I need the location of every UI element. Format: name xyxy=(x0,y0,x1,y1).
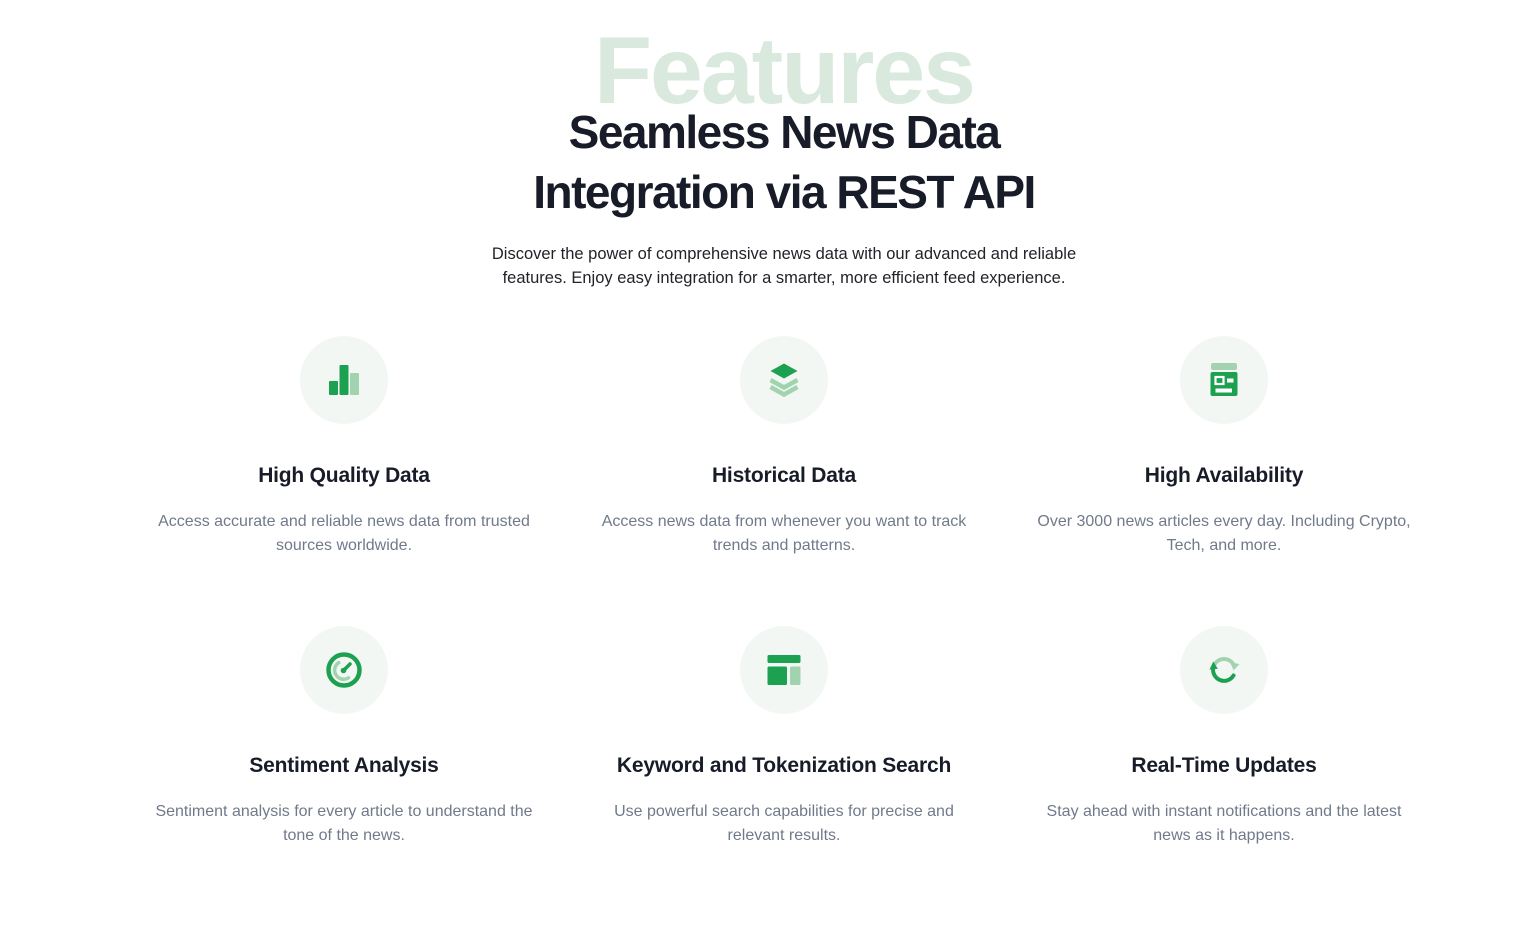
icon-circle xyxy=(740,626,828,714)
feature-description: Use powerful search capabilities for pre… xyxy=(614,803,954,844)
feature-card-sentiment-analysis: Sentiment Analysis Sentiment analysis fo… xyxy=(124,626,564,848)
icon-circle xyxy=(740,336,828,424)
feature-description: Sentiment analysis for every article to … xyxy=(155,803,533,844)
icon-circle xyxy=(300,336,388,424)
bar-chart-icon xyxy=(324,360,364,400)
icon-circle xyxy=(300,626,388,714)
refresh-icon xyxy=(1204,650,1244,690)
feature-title: Real-Time Updates xyxy=(1131,754,1317,777)
feature-description: Stay ahead with instant notifications an… xyxy=(1046,803,1402,844)
feature-title: High Availability xyxy=(1144,464,1304,487)
feature-description: Over 3000 news articles every day. Inclu… xyxy=(1037,513,1411,554)
layout-icon xyxy=(764,650,804,690)
feature-card-historical-data: Historical Data Access news data from wh… xyxy=(564,336,1004,558)
features-section: Features Seamless News Data Integration … xyxy=(124,0,1444,848)
feature-card-keyword-search: Keyword and Tokenization Search Use powe… xyxy=(564,626,1004,848)
section-title-line-1: Seamless News Data xyxy=(568,106,1001,158)
feature-card-high-quality-data: High Quality Data Access accurate and re… xyxy=(124,336,564,558)
gauge-icon xyxy=(324,650,364,690)
section-title: Seamless News Data Integration via REST … xyxy=(124,0,1444,222)
feature-title: High Quality Data xyxy=(258,464,430,487)
section-subtitle: Discover the power of comprehensive news… xyxy=(491,245,1077,287)
icon-circle xyxy=(1180,336,1268,424)
feature-card-high-availability: High Availability Over 3000 news article… xyxy=(1004,336,1444,558)
features-watermark: Features xyxy=(593,18,976,124)
features-grid: High Quality Data Access accurate and re… xyxy=(124,336,1444,848)
feature-description: Access news data from whenever you want … xyxy=(601,513,967,554)
icon-circle xyxy=(1180,626,1268,714)
feature-card-real-time-updates: Real-Time Updates Stay ahead with instan… xyxy=(1004,626,1444,848)
newspaper-icon xyxy=(1204,360,1244,400)
layers-icon xyxy=(764,360,804,400)
feature-description: Access accurate and reliable news data f… xyxy=(158,513,530,554)
feature-title: Historical Data xyxy=(711,464,857,487)
feature-title: Sentiment Analysis xyxy=(249,754,439,777)
section-title-line-2: Integration via REST API xyxy=(533,166,1036,218)
feature-title: Keyword and Tokenization Search xyxy=(616,754,952,777)
